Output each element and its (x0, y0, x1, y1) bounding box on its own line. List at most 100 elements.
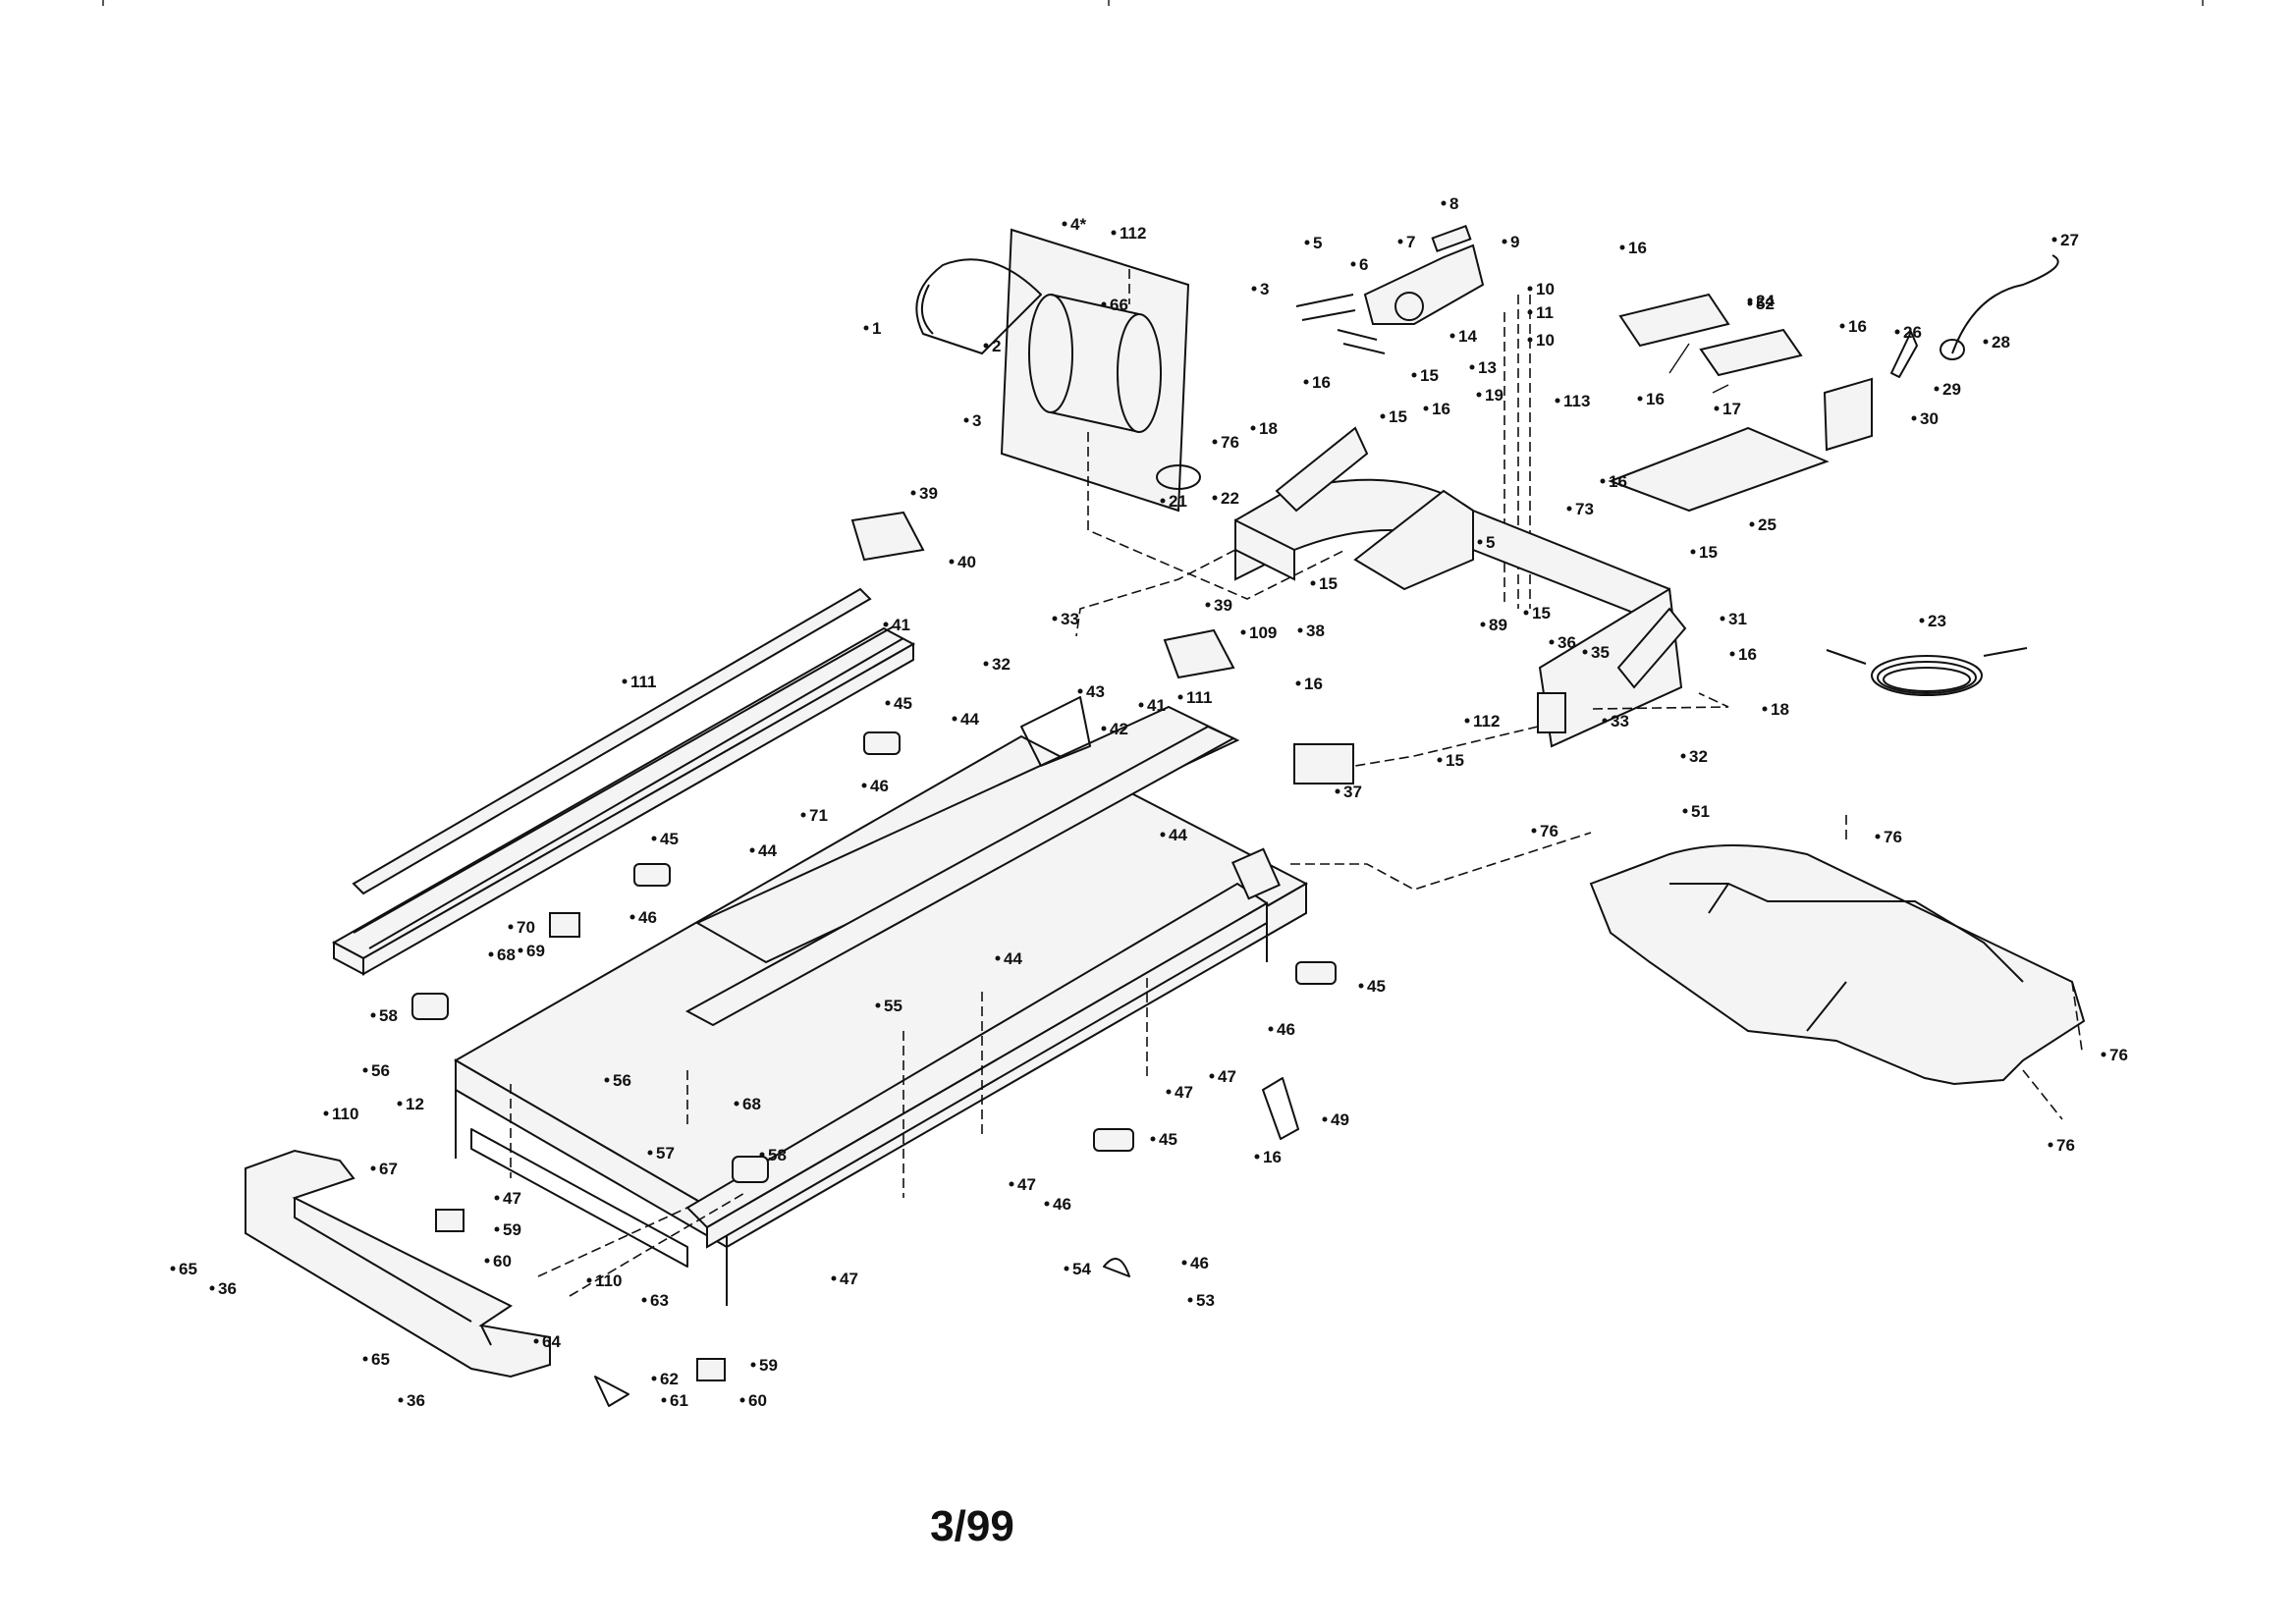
callout-36-49: 36 (1558, 633, 1576, 652)
callout-dot-122 (1875, 834, 1881, 839)
callout-dot-19 (1250, 425, 1256, 431)
callout-10-14: 10 (1536, 331, 1555, 350)
frame-rail-lower (470, 1128, 688, 1268)
callout-39-53: 39 (919, 484, 938, 503)
callout-dot-63 (861, 783, 867, 788)
callout-dot-101 (647, 1150, 653, 1156)
callout-3-3: 3 (972, 411, 981, 430)
callout-dot-50 (1582, 649, 1588, 655)
callout-44-83: 44 (1004, 949, 1022, 968)
callout-dot-121 (1531, 828, 1537, 834)
callout-65-111: 65 (371, 1350, 390, 1369)
base-tray (1589, 844, 2086, 1086)
callout-16-90: 16 (1263, 1148, 1282, 1166)
power-bracket (1823, 377, 1873, 452)
callout-dot-6 (1101, 301, 1107, 307)
callout-dot-61 (952, 716, 957, 722)
callout-dot-1 (983, 343, 989, 349)
frame-left-gusset (1275, 426, 1369, 513)
callout-16-38: 16 (1646, 390, 1665, 408)
callout-dot-36 (1934, 386, 1940, 392)
callout-27-34: 27 (2060, 231, 2079, 249)
callout-dot-65 (1177, 694, 1183, 700)
incline-bracket (1431, 224, 1472, 253)
callout-dot-47 (1762, 706, 1768, 712)
callout-dot-68 (1295, 680, 1301, 686)
callout-71-74: 71 (809, 806, 828, 825)
callout-dot-25 (1476, 392, 1482, 398)
callout-6-8: 6 (1359, 255, 1368, 274)
motor-assembly (915, 228, 1346, 600)
callout-66-6: 66 (1110, 296, 1128, 314)
callout-dot-23 (1212, 495, 1218, 501)
callout-dot-10 (1441, 200, 1447, 206)
callout-dot-4 (1062, 221, 1067, 227)
leg-49 (1262, 1077, 1299, 1140)
callout-16-29: 16 (1628, 239, 1647, 257)
callout-46-77: 46 (638, 908, 657, 927)
callout-dot-86 (1268, 1026, 1274, 1032)
incline-motor (1363, 243, 1485, 325)
callout-45-85: 45 (1367, 977, 1386, 996)
callout-15-20: 15 (1389, 407, 1407, 426)
callout-18-19: 18 (1259, 419, 1278, 438)
callout-3-2: 3 (1260, 280, 1269, 298)
end-cap-58b (732, 1156, 769, 1183)
frame-foot (1537, 692, 1566, 733)
callout-dot-77 (629, 914, 635, 920)
callout-35-50: 35 (1591, 643, 1610, 662)
callout-46-96: 46 (1053, 1195, 1071, 1214)
callout-24-30: 24 (1756, 292, 1775, 310)
callout-dot-113 (651, 1376, 657, 1381)
motor-clip (1156, 464, 1201, 490)
circuit-breaker (1890, 331, 1918, 378)
foot-pad-45d (633, 863, 671, 887)
callout-dot-21 (1212, 439, 1218, 445)
callout-dot-109 (170, 1266, 176, 1271)
callout-dot-103 (494, 1226, 500, 1232)
callout-45-76: 45 (660, 830, 679, 848)
callout-112-5: 112 (1120, 224, 1146, 243)
callout-51-120: 51 (1691, 802, 1710, 821)
callout-62-113: 62 (660, 1370, 679, 1388)
callout-dot-46 (1729, 651, 1735, 657)
side-rails (331, 587, 916, 976)
rail-cap (352, 587, 872, 895)
callout-dot-78 (508, 924, 514, 930)
callout-dot-71 (1602, 718, 1608, 724)
callout-111-56: 111 (630, 673, 657, 691)
callout-67-99: 67 (379, 1160, 398, 1178)
callout-dot-92 (397, 1101, 403, 1107)
callout-dot-115 (750, 1362, 756, 1368)
callout-15-72: 15 (1446, 751, 1464, 770)
callout-dot-16 (1469, 364, 1475, 370)
walking-platform (453, 696, 1309, 1306)
callout-dot-123 (2101, 1052, 2106, 1057)
callout-dot-41 (1600, 478, 1606, 484)
small-parts (411, 511, 1354, 1407)
callout-dot-100 (494, 1195, 500, 1201)
key-61 (594, 1376, 629, 1407)
callout-dot-88 (1166, 1089, 1172, 1095)
callout-56-91: 56 (371, 1061, 390, 1080)
callout-60-104: 60 (493, 1252, 512, 1271)
callout-5-28: 5 (1486, 533, 1495, 552)
callout-dot-2 (1251, 286, 1257, 292)
power-cord (1951, 254, 2059, 354)
wire-harness (1826, 647, 2028, 696)
callout-111-65: 111 (1186, 688, 1213, 707)
callout-70-78: 70 (517, 918, 535, 937)
callout-9-11: 9 (1510, 233, 1519, 251)
callout-dot-53 (910, 490, 916, 496)
callout-dot-75 (749, 847, 755, 853)
callout-46-118: 46 (1190, 1254, 1209, 1272)
callout-33-57: 33 (1061, 610, 1079, 628)
callout-dot-8 (1350, 261, 1356, 267)
callout-38-51: 38 (1306, 622, 1325, 640)
callout-dot-44 (1720, 616, 1725, 622)
callout-52-31: 52 (1756, 295, 1775, 313)
callout-dot-5 (1111, 230, 1117, 236)
callout-dot-99 (370, 1165, 376, 1171)
callout-7-9: 7 (1406, 233, 1415, 251)
